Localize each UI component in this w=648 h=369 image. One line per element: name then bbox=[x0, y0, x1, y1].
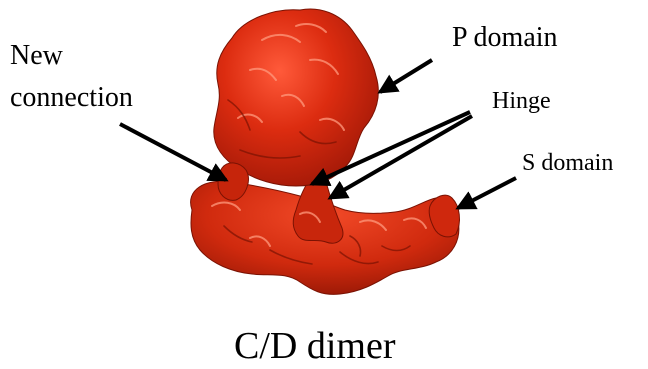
arrow-icon bbox=[380, 60, 432, 92]
figure-caption: C/D dimer bbox=[234, 325, 396, 367]
new-connection-label-line1: New bbox=[10, 40, 64, 71]
arrow-icon bbox=[458, 178, 516, 208]
hinge-label: Hinge bbox=[492, 88, 551, 114]
arrow-icon bbox=[120, 124, 226, 180]
density-map bbox=[191, 9, 460, 294]
s-domain-label: S domain bbox=[522, 150, 613, 176]
p-domain-label: P domain bbox=[452, 22, 558, 53]
new-connection-label-line2: connection bbox=[10, 82, 133, 113]
